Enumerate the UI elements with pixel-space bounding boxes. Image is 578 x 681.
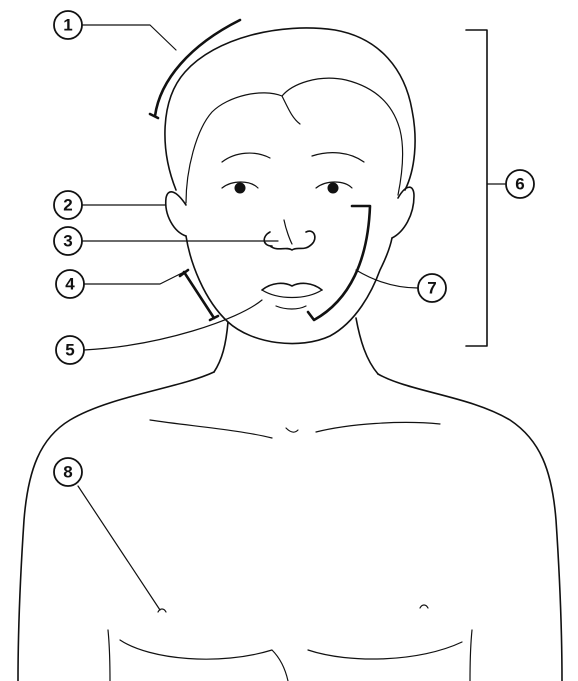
leader-1 [82,25,176,50]
right-torso-edge [470,630,472,681]
callout-6: 6 [506,170,534,198]
callout-7-label: 7 [427,279,436,298]
leader-8 [78,486,160,610]
callout-8: 8 [54,458,82,486]
right-shoulder-arm [378,374,562,681]
left-pectoral [120,640,288,681]
left-torso-edge [108,630,110,681]
left-shoulder-arm [18,372,214,681]
callout-5-label: 5 [65,341,74,360]
callout-4-label: 4 [65,275,75,294]
head-region-bracket [466,30,487,346]
callout-6-label: 6 [515,175,524,194]
callout-3-label: 3 [63,232,72,251]
right-eye [316,182,352,194]
right-jaw-bracket [308,206,370,320]
head-outline [165,28,415,190]
left-clavicle [150,420,272,438]
leader-5 [84,300,262,350]
upper-lip [262,283,322,290]
hairline [186,78,403,203]
lower-lip [262,290,322,298]
right-clavicle [316,422,440,432]
callout-8-label: 8 [63,463,72,482]
callout-3: 3 [54,227,82,255]
sternal-notch [286,428,298,432]
callout-1-label: 1 [63,16,72,35]
left-jaw-bracket-end-b [210,316,218,320]
callout-1: 1 [54,11,82,39]
neck-left [214,322,228,372]
leader-lines [78,25,505,610]
left-eye [222,182,258,194]
human-figure-illustration [18,28,562,681]
leader-7 [356,270,418,288]
jaw-outline [186,236,392,344]
right-eyebrow [312,153,364,162]
callout-5: 5 [56,336,84,364]
right-pectoral [308,642,462,659]
callout-4: 4 [56,270,84,298]
leader-4 [84,272,184,284]
chin-crease [276,306,306,309]
scalp-bracket-end-a [150,114,158,118]
callout-2: 2 [54,191,82,219]
right-ear [392,187,414,238]
left-ear [166,192,186,236]
callout-2-label: 2 [63,196,72,215]
nose-bridge [284,220,292,244]
hair-tuft [282,96,300,124]
callout-7: 7 [418,274,446,302]
right-nipple [420,605,428,608]
left-eyebrow [222,153,270,162]
neck-right [356,318,378,374]
